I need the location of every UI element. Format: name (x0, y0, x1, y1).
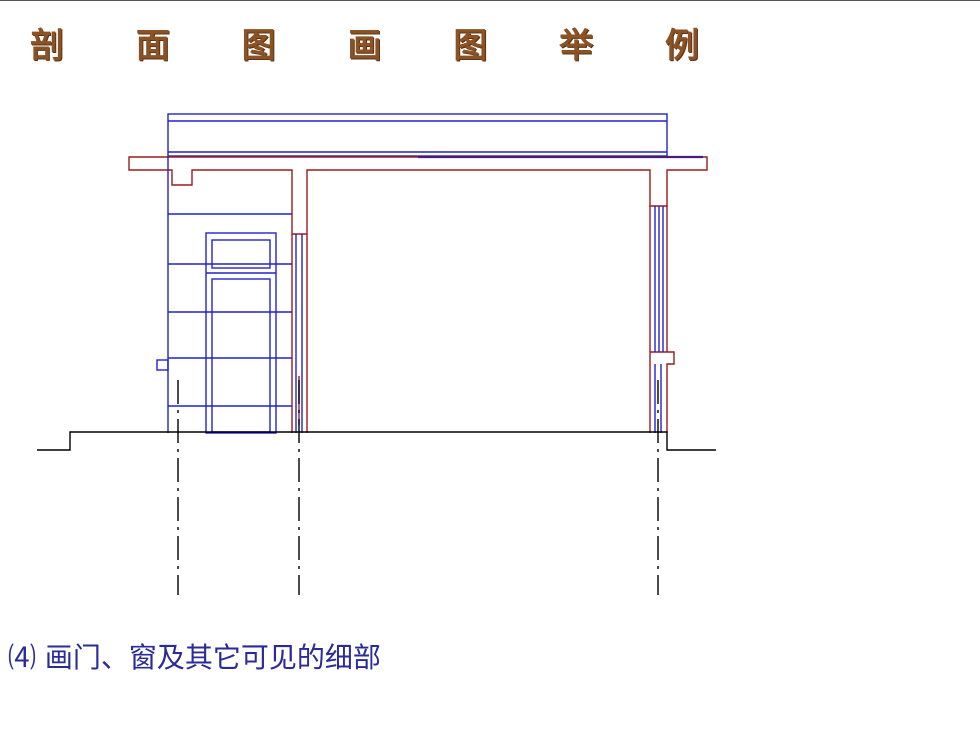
left-elevation (156, 156, 292, 433)
roof-parapet (167, 113, 668, 157)
axis-lines (177, 380, 659, 595)
middle-wall-window (295, 234, 303, 433)
door (205, 232, 277, 434)
section-outline (128, 156, 708, 433)
top-divider (0, 0, 980, 1)
ground-line (37, 431, 716, 451)
step-caption: ⑷ 画门、窗及其它可见的细部 (8, 641, 381, 674)
right-wall-window (654, 206, 664, 433)
slide-title: 剖 面 图 画 图 举 例 (30, 26, 730, 66)
